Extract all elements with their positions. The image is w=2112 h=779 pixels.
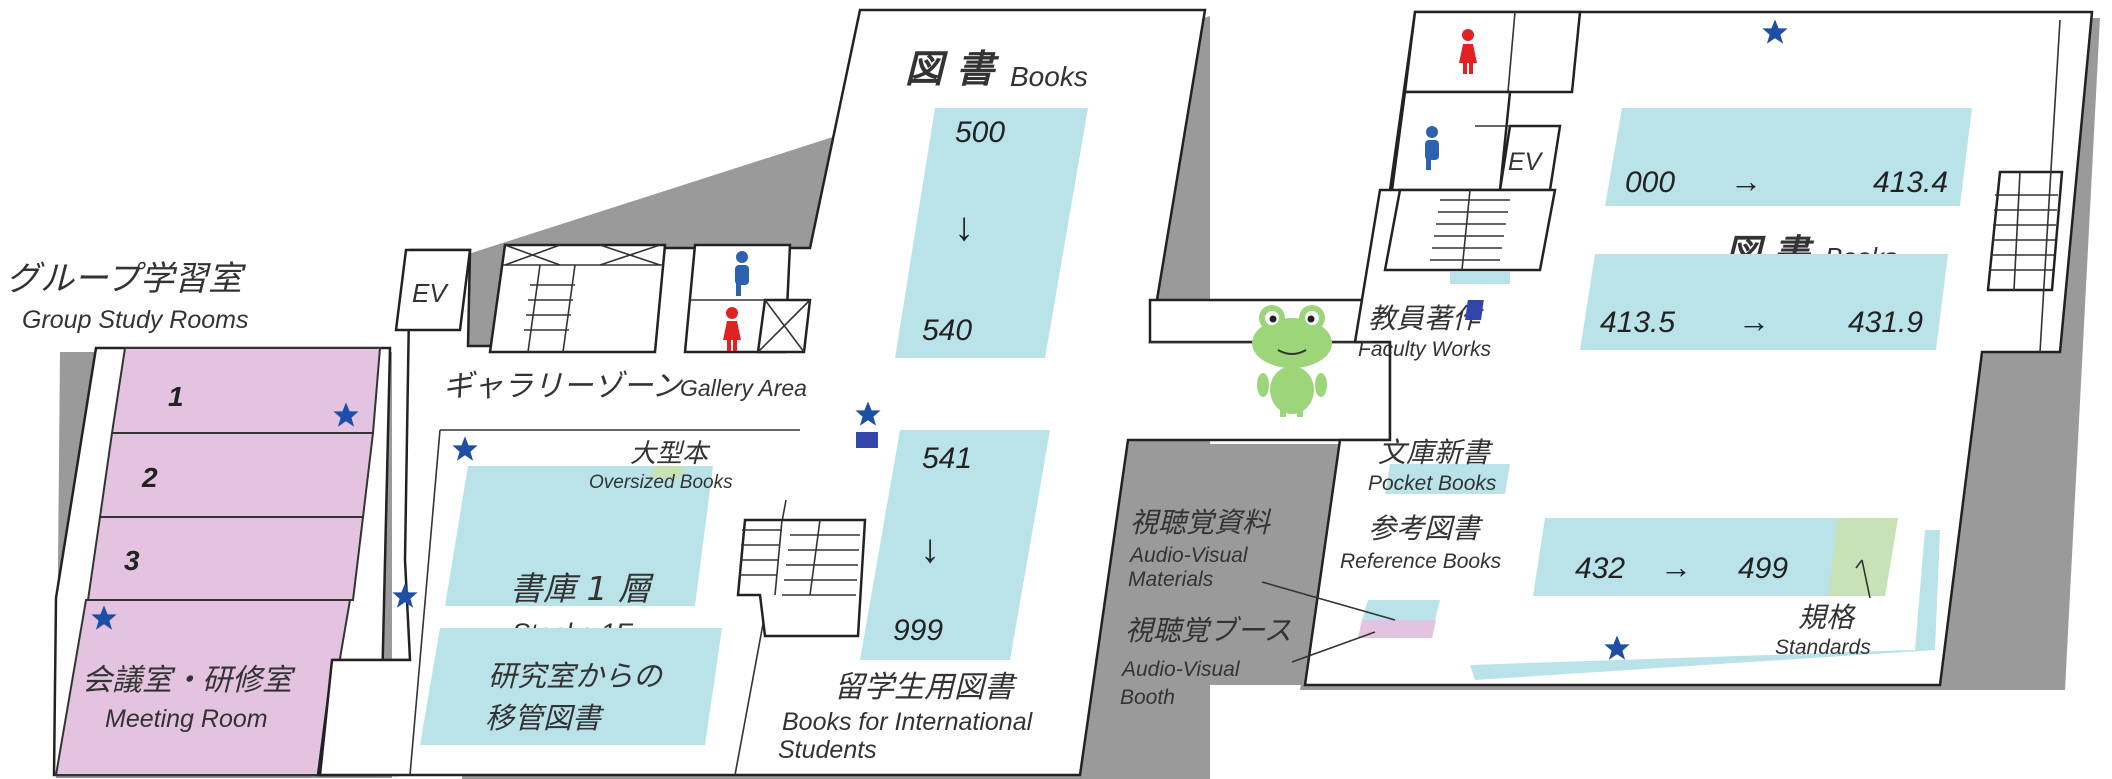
av-booth-label-en1: Audio-Visual xyxy=(1120,658,1241,681)
av-booth-area[interactable]: 視聴覚ブース Audio-Visual Booth xyxy=(1120,614,1376,709)
stairs-lower-middle xyxy=(736,518,867,638)
frog-mascot-icon xyxy=(1252,305,1332,417)
meeting-room-label-en: Meeting Room xyxy=(105,705,268,733)
oversized-label-en: Oversized Books xyxy=(589,472,733,493)
av-materials-label-en1: Audio-Visual xyxy=(1128,544,1249,567)
books-center-label-en: Books xyxy=(1010,61,1088,92)
gallery-label-jp: ギャラリーゾーン xyxy=(443,369,683,404)
meeting-room-label-jp: 会議室・研修室 xyxy=(82,663,296,698)
standards-label-en: Standards xyxy=(1775,636,1871,659)
av-booth-label-jp: 視聴覚ブース xyxy=(1125,614,1292,647)
group-study-title-jp: グループ学習室 xyxy=(6,259,247,299)
transfer-line1: 研究室からの xyxy=(488,659,664,693)
av-materials-area[interactable]: 視聴覚資料 Audio-Visual Materials xyxy=(1128,506,1440,638)
books-shelf-500-540[interactable]: 500 ↓ 540 xyxy=(895,108,1088,358)
star-icon xyxy=(333,402,359,427)
stacks-label-jp: 書庫 1 層 xyxy=(510,569,654,608)
arrow-right-icon-3: → xyxy=(1660,549,1692,585)
ev-label-central: EV xyxy=(412,278,449,308)
range-end-999: 999 xyxy=(893,614,943,647)
transfer-line2: 移管図書 xyxy=(485,701,605,735)
restroom-female-icon xyxy=(723,307,741,351)
group-study-room-1[interactable]: 1 xyxy=(110,347,382,434)
room-number-1: 1 xyxy=(168,381,184,412)
reference-label-en: Reference Books xyxy=(1340,550,1502,573)
stairs-central xyxy=(488,243,667,354)
restroom-ev-right: EV xyxy=(1390,10,1582,192)
av-materials-label-jp: 視聴覚資料 xyxy=(1130,506,1272,539)
star-icon xyxy=(392,583,418,608)
faculty-label-jp: 教員著作 xyxy=(1368,302,1484,335)
books-shelf-541-999[interactable]: 541 ↓ 999 xyxy=(860,430,1050,660)
range-end-4134: 413.4 xyxy=(1873,166,1948,199)
range-start-4135: 413.5 xyxy=(1600,306,1675,339)
av-booth-label-en2: Booth xyxy=(1120,686,1175,709)
range-end-499: 499 xyxy=(1738,552,1788,585)
reference-label-jp: 参考図書 xyxy=(1368,512,1484,545)
international-label-en1: Books for International xyxy=(782,708,1034,736)
elevator-central: EV xyxy=(394,248,472,332)
books-shelf-432-499[interactable]: 432 → 499 xyxy=(1533,518,1898,599)
stacks-1f-area[interactable]: 大型本 Oversized Books 書庫 1 層 Stacks 1F xyxy=(445,439,733,648)
square-marker-icon xyxy=(1465,300,1484,320)
range-start-541: 541 xyxy=(922,442,972,475)
transferred-books-area[interactable]: 研究室からの 移管図書 xyxy=(420,628,722,745)
meeting-room[interactable]: 会議室・研修室 Meeting Room xyxy=(54,599,352,776)
arrow-down-icon: ↓ xyxy=(954,205,974,249)
range-end-4319: 431.9 xyxy=(1848,306,1923,339)
room-number-2: 2 xyxy=(141,462,158,493)
av-materials-label-en2: Materials xyxy=(1128,568,1214,591)
international-label-en2: Students xyxy=(778,736,877,764)
pocket-label-jp: 文庫新書 xyxy=(1378,436,1494,469)
reference-books-area[interactable]: 参考図書 Reference Books xyxy=(1340,512,1502,573)
gallery-label-en: Gallery Area xyxy=(680,375,807,401)
group-study-room-2[interactable]: 2 xyxy=(98,432,375,518)
faculty-label-en: Faculty Works xyxy=(1358,338,1492,361)
star-icon xyxy=(91,605,117,630)
stairs-far-right xyxy=(1986,19,2064,353)
standards-label-jp: 規格 xyxy=(1798,601,1856,634)
range-start-000: 000 xyxy=(1625,166,1675,199)
books-shelf-4135-4319[interactable]: 413.5 → 431.9 xyxy=(1580,254,1948,350)
pocket-books-area[interactable]: 文庫新書 Pocket Books xyxy=(1368,436,1510,495)
ev-label-right: EV xyxy=(1508,148,1544,176)
arrow-right-icon: → xyxy=(1730,163,1762,199)
star-icon xyxy=(452,436,478,461)
stairs-right xyxy=(1383,188,1557,284)
group-study-title-en: Group Study Rooms xyxy=(22,306,249,334)
books-center-label-jp: 図 書 xyxy=(905,47,999,91)
restroom-central xyxy=(683,243,812,354)
star-icon xyxy=(855,401,881,426)
range-start-432: 432 xyxy=(1575,552,1625,585)
range-end-540: 540 xyxy=(922,314,972,347)
room-number-3: 3 xyxy=(124,545,140,576)
range-start-500: 500 xyxy=(955,116,1005,149)
pocket-label-en: Pocket Books xyxy=(1368,472,1497,495)
arrow-right-icon-2: → xyxy=(1738,303,1770,339)
group-study-room-3[interactable]: 3 xyxy=(86,516,365,601)
international-label-jp: 留学生用図書 xyxy=(834,670,1018,705)
arrow-down-icon-2: ↓ xyxy=(920,527,940,571)
star-icon xyxy=(1762,19,1788,44)
restroom-female-icon xyxy=(1459,29,1477,74)
star-icon xyxy=(1604,635,1630,660)
restroom-male-icon xyxy=(735,251,749,296)
square-marker-icon xyxy=(856,432,878,448)
restroom-male-icon xyxy=(1425,126,1439,170)
books-shelf-000-4134[interactable]: 000 → 413.4 xyxy=(1605,108,1972,206)
oversized-label-jp: 大型本 xyxy=(630,439,711,469)
